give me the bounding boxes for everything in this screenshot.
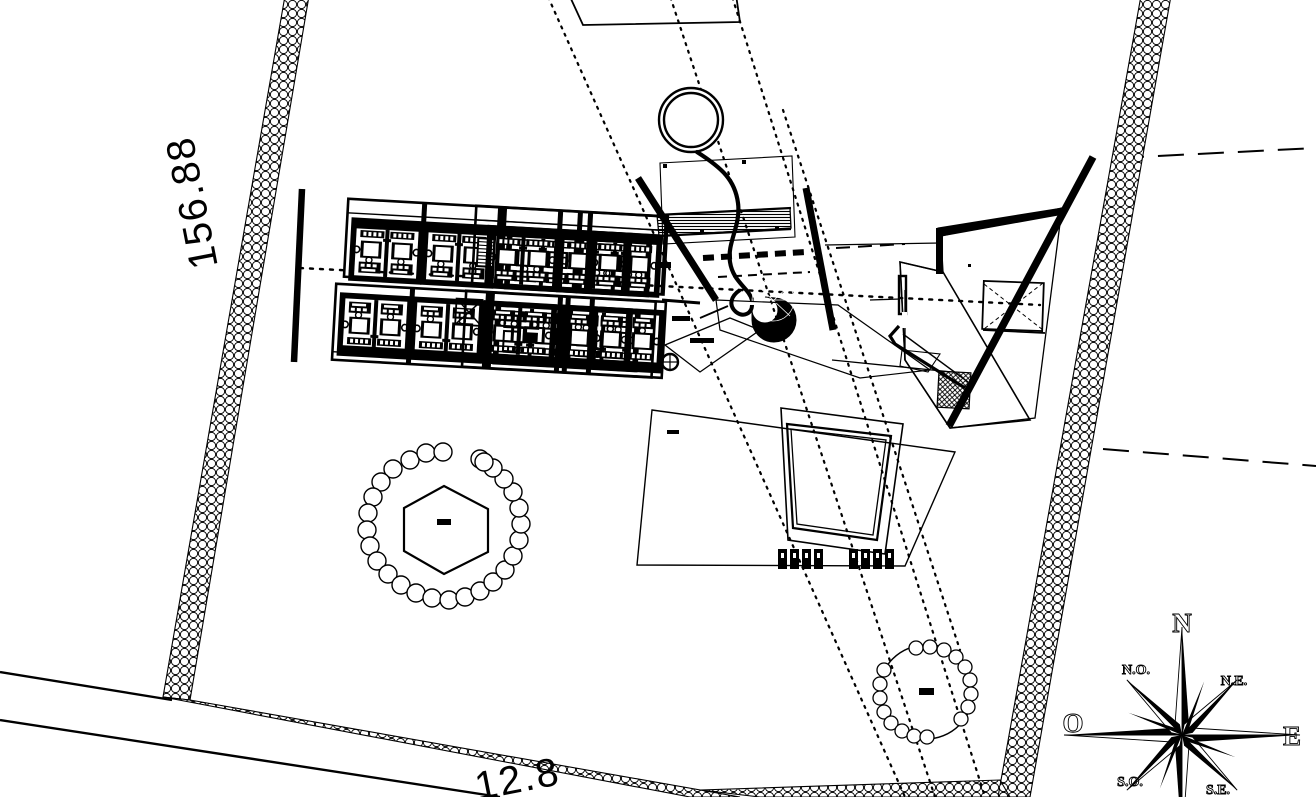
- hedge-border-south: [162, 696, 1011, 797]
- block-terminus-east: [655, 262, 714, 372]
- curved-path-north: [694, 149, 755, 303]
- hexagonal-gazebo: [402, 484, 490, 576]
- spiral-stair: [729, 278, 797, 343]
- dashed-wall-segments: [702, 243, 906, 278]
- compass-label-northwest: N.O.: [1122, 663, 1150, 678]
- section-line-b: [635, 176, 837, 331]
- section-line-a: [290, 188, 306, 363]
- townhouse-row-upper-east: [470, 204, 668, 298]
- compass-rose: N E O N.O. N.E. S.O. S.E.: [1062, 608, 1301, 797]
- compass-label-north: N: [1172, 608, 1192, 638]
- compass-label-southwest: S.O.: [1117, 775, 1143, 790]
- townhouse-row-lower-east: [460, 289, 668, 380]
- compass-label-east: E: [1283, 721, 1301, 751]
- hatched-ramp: [936, 370, 972, 410]
- north-parcel-outline: [570, 0, 742, 26]
- property-line-north: [1117, 147, 1316, 159]
- compass-label-southeast: S.E.: [1206, 783, 1230, 797]
- hedge-border-east: [997, 0, 1171, 797]
- pool-deck-parcel: [636, 409, 957, 567]
- tree-ring-gazebo: [357, 442, 531, 610]
- access-road: [0, 670, 501, 797]
- clubhouse-building: [869, 207, 1065, 429]
- driveway: [548, 0, 987, 797]
- central-court: [663, 242, 953, 379]
- roundabout-circle: [657, 86, 725, 154]
- crossed-rectangle: [981, 280, 1046, 334]
- property-line-south: [1102, 448, 1316, 467]
- compass-label-northeast: N.E.: [1221, 674, 1247, 689]
- tree-ring-entry: [872, 639, 979, 745]
- hatched-paving: [656, 206, 792, 238]
- section-line-c: [945, 155, 1097, 428]
- compass-label-west: O: [1062, 708, 1083, 738]
